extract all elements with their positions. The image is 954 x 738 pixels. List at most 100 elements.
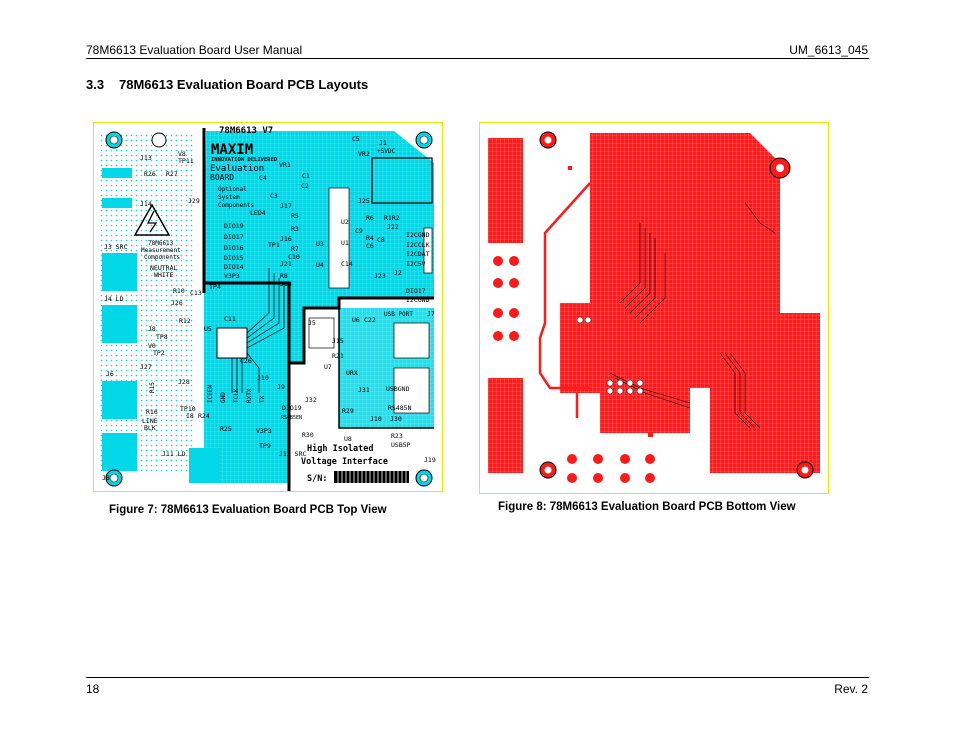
- label-c3: C3: [270, 192, 278, 200]
- label-c9: C9: [355, 227, 363, 235]
- pcb-bottom-view-image: [480, 123, 828, 493]
- label-j22: J22: [387, 223, 399, 231]
- label-gnd: GND: [220, 392, 227, 403]
- label-u5: U5: [204, 325, 212, 333]
- label-i2cdat: I2CDAT: [406, 250, 430, 258]
- label-tp10: TP10: [180, 405, 196, 413]
- label-tclk: TCLK: [233, 388, 240, 403]
- label-rs485en: RS485EN: [281, 415, 302, 421]
- pcb-top-view-image: 78M6613 V7 MAXIM INNOVATION DELIVERED Ev…: [94, 123, 442, 491]
- tagline: INNOVATION DELIVERED: [211, 157, 278, 163]
- label-c2: C2: [301, 182, 309, 190]
- label-j4-ld: J4 LD: [104, 295, 124, 303]
- label-j25: J25: [358, 197, 370, 205]
- header-rule: [86, 58, 869, 59]
- label-c10: C10: [288, 253, 300, 261]
- label-j8: J8: [102, 474, 110, 482]
- pcb-bottom-view-figure: [479, 122, 829, 494]
- components-text: Components: [218, 202, 255, 209]
- label-r3: R3: [291, 225, 299, 233]
- label-v0: V0: [148, 342, 156, 350]
- label-r25: R25: [220, 425, 232, 433]
- label-dio19-lower: DIO19: [282, 404, 302, 412]
- label-i8: I8: [186, 412, 194, 420]
- label-c11: C11: [224, 315, 236, 323]
- label-u8: U8: [344, 435, 352, 443]
- pcb-top-view-figure: 78M6613 V7 MAXIM INNOVATION DELIVERED Ev…: [93, 122, 443, 492]
- label-r5: R5: [291, 212, 299, 220]
- heading-board: BOARD: [210, 173, 234, 182]
- board-title: 78M6613 V7: [219, 126, 273, 136]
- measurement-text-3: Components: [144, 254, 181, 261]
- label-led4: LED4: [250, 209, 266, 217]
- label-j31: J31: [358, 386, 370, 394]
- label-r24: R24: [198, 412, 210, 420]
- label-dio17: DIO17: [224, 233, 244, 241]
- label-dio19: DIO19: [224, 222, 244, 230]
- label-r29: R29: [342, 407, 354, 415]
- label-tp11: TP11: [178, 157, 194, 165]
- measurement-text-2: Measurement: [141, 247, 181, 254]
- label-r21: R21: [332, 352, 344, 360]
- label-i2cgnd: I2CGND: [406, 231, 430, 239]
- label-j27: J27: [140, 363, 152, 371]
- label-c4: C4: [259, 174, 267, 182]
- label-v3p3-upper: V3P3: [224, 272, 240, 280]
- label-tp9: TP9: [259, 442, 271, 450]
- system-text: System: [218, 194, 240, 201]
- label-r16: R16: [146, 408, 158, 416]
- label-usbgnd: USBGND: [386, 385, 410, 393]
- label-c6: C6: [366, 242, 374, 250]
- label-usb5p: USB5P: [391, 441, 411, 449]
- label-c14: C14: [341, 260, 353, 268]
- label-tp8: TP8: [156, 333, 168, 341]
- label-j7: J7: [427, 310, 435, 318]
- label-j11-ld: J11 LD: [162, 450, 186, 458]
- label-c26: C26: [240, 357, 252, 365]
- label-r8: R8: [280, 272, 288, 280]
- label-r1r2: R1R2: [384, 214, 400, 222]
- label-dio17-right: DIO17: [406, 287, 426, 295]
- label-u6: U6: [352, 316, 360, 324]
- label-j1: J1: [379, 139, 387, 147]
- label-r6: R6: [366, 214, 374, 222]
- label-j16: J16: [280, 235, 292, 243]
- label-j13: J13: [140, 154, 152, 162]
- label-rs485n: RS485N: [388, 404, 412, 412]
- figure-8-caption: Figure 8: 78M6613 Evaluation Board PCB B…: [498, 501, 796, 513]
- label-tp4: TP4: [209, 283, 221, 291]
- high-isolated-text: High Isolated: [307, 443, 374, 454]
- label-tx: TX: [259, 395, 266, 403]
- voltage-interface-text: Voltage Interface: [301, 457, 388, 467]
- label-j6: J6: [106, 370, 114, 378]
- label-j10: J10: [257, 374, 269, 382]
- blk-text: BLK: [144, 424, 156, 432]
- label-j8-upper: J8: [148, 325, 156, 333]
- revision: Rev. 2: [834, 682, 868, 696]
- label-r23: R23: [391, 432, 403, 440]
- label-dio14: DIO14: [224, 263, 244, 271]
- label-v8: V8: [178, 150, 186, 158]
- label-j32: J32: [305, 396, 317, 404]
- measurement-text-1: 78M6613: [148, 240, 174, 247]
- label-r15: R15: [149, 382, 156, 393]
- label-j15: J15: [332, 337, 344, 345]
- label-vr1: VR1: [279, 161, 291, 169]
- label-j21: J21: [280, 260, 292, 268]
- power-label: +5VDC: [377, 148, 395, 155]
- label-j29: J29: [188, 197, 200, 205]
- label-j5: J5: [308, 319, 316, 327]
- label-iceen: ICEEN: [207, 385, 214, 403]
- label-u4: U4: [316, 261, 324, 269]
- section-number: 3.3: [86, 77, 105, 92]
- label-j26: J26: [171, 299, 183, 307]
- label-j19: J19: [424, 456, 436, 464]
- label-rxtx: RXTX: [246, 388, 253, 403]
- label-i2cclk: I2CCLK: [406, 241, 430, 249]
- usb-port-label: USB PORT: [384, 311, 413, 318]
- label-j17: J17: [280, 202, 292, 210]
- label-vr2: VR2: [358, 150, 370, 158]
- label-r30: R30: [302, 431, 314, 439]
- footer-rule: [86, 677, 869, 678]
